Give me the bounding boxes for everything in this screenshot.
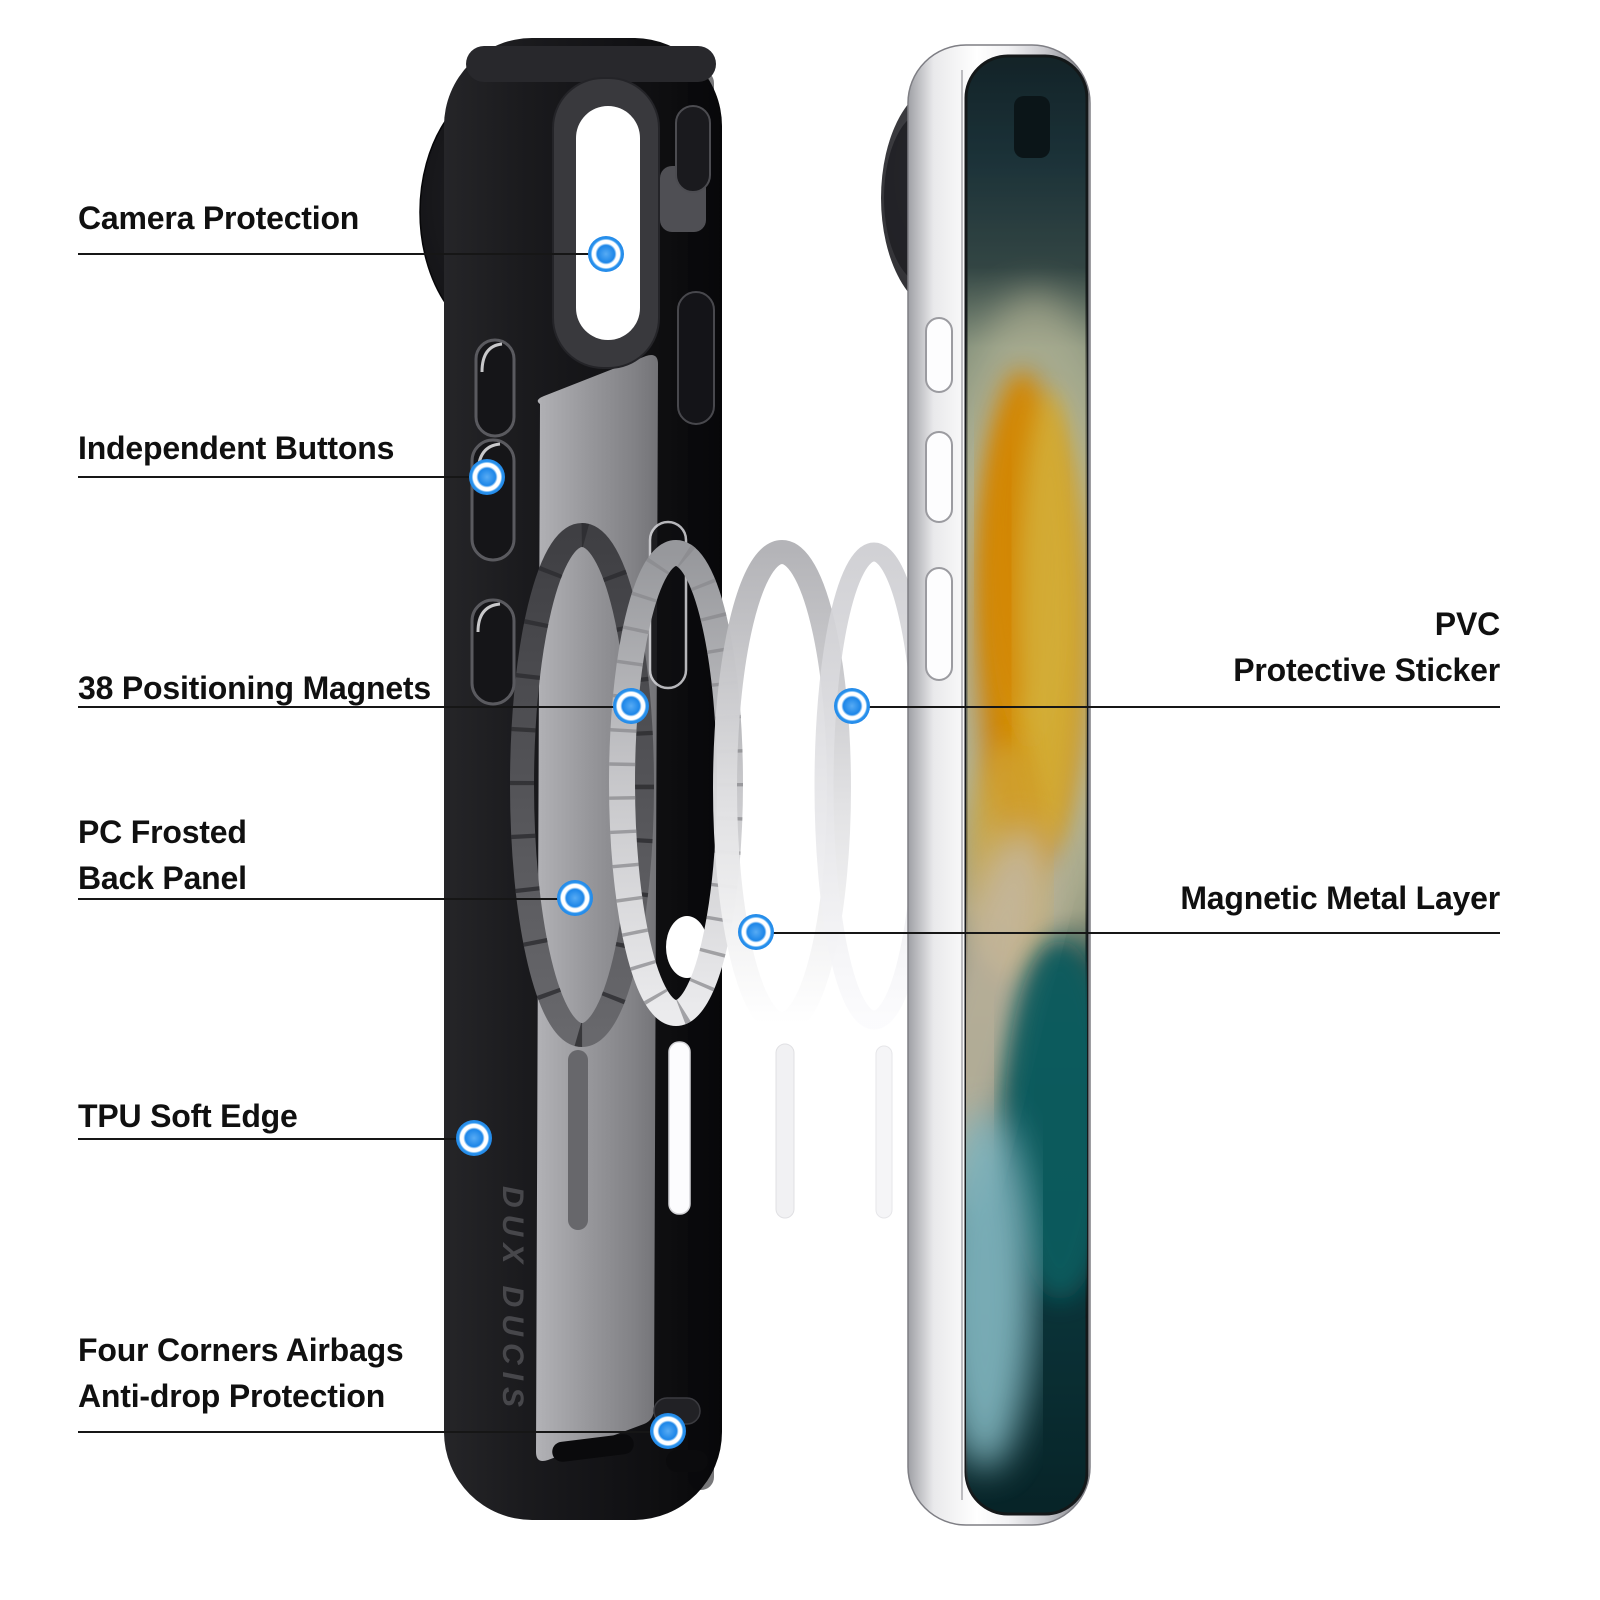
case-top-inner-shelf: [466, 46, 716, 82]
callout-dot-four-corners: [650, 1413, 686, 1449]
alignment-magnet-bar-1: [668, 1041, 691, 1215]
case-side-port-lower: [677, 291, 715, 425]
callout-line-camera-protection: [78, 253, 606, 255]
case-corner-notch-lower: [666, 1450, 708, 1472]
action-button: [925, 317, 953, 393]
pvc-sticker-ring: [713, 540, 851, 1036]
wallpaper-orange-gold: [1018, 390, 1082, 850]
label-pc-frosted-line1: PC Frosted: [78, 814, 247, 850]
case-buttons: [470, 338, 516, 706]
callout-dot-independent-buttons: [469, 459, 505, 495]
camera-cutout: [552, 77, 660, 369]
label-tpu-soft-edge: TPU Soft Edge: [78, 1098, 298, 1134]
label-positioning-magnets: 38 Positioning Magnets: [78, 670, 431, 706]
volume-up-button: [925, 431, 953, 523]
iphone-screen: [964, 54, 1089, 1516]
case-button-bottom: [470, 598, 516, 706]
volume-down-button: [925, 567, 953, 681]
callout-dot-tpu-soft-edge: [456, 1120, 492, 1156]
callout-line-pvc: [852, 706, 1500, 708]
label-camera-protection: Camera Protection: [78, 200, 360, 236]
callout-line-magnetic-metal-layer: [756, 932, 1500, 934]
case-logo-text: DUX DUCIS: [496, 1186, 529, 1414]
screen-right-shade: [966, 56, 1087, 1514]
label-magnetic-metal-layer: Magnetic Metal Layer: [1180, 880, 1500, 916]
label-four-corners-line1: Four Corners Airbags: [78, 1332, 404, 1368]
alignment-magnet-bar-3: [875, 1045, 893, 1219]
callout-line-positioning-magnets: [78, 706, 631, 708]
callout-line-four-corners: [78, 1431, 668, 1433]
callout-dot-pvc: [834, 688, 870, 724]
callout-dot-pc-frosted: [557, 880, 593, 916]
label-four-corners-line2: Anti-drop Protection: [78, 1378, 386, 1414]
wallpaper-cream-sweep: [966, 825, 1050, 1235]
callout-line-independent-buttons: [78, 476, 487, 478]
callout-dot-positioning-magnets: [613, 688, 649, 724]
case-inner-edge: [688, 70, 714, 1490]
case-bottom-slot: [552, 1434, 634, 1462]
callout-line-pc-frosted: [78, 898, 575, 900]
label-pvc-line2: Protective Sticker: [1233, 652, 1500, 688]
wallpaper-cyan-glow: [966, 1110, 1033, 1470]
magnet-ring-attached: [510, 523, 654, 1047]
alignment-magnet-bar-2: [775, 1043, 795, 1219]
wallpaper-teal-blob: [1005, 940, 1087, 1300]
phone-side-buttons: [925, 317, 953, 681]
phone-case: DUX DUCIS: [419, 38, 722, 1520]
label-independent-buttons: Independent Buttons: [78, 430, 395, 466]
alignment-magnet-bar-attached: [568, 1050, 588, 1230]
case-button-top: [474, 338, 516, 438]
dynamic-island: [1014, 96, 1050, 158]
case-side-port-upper: [675, 105, 711, 193]
case-button-middle: [470, 438, 516, 562]
callout-line-tpu-soft-edge: [78, 1138, 474, 1140]
callout-dot-camera-protection: [588, 236, 624, 272]
callout-dot-magnetic-metal-layer: [738, 914, 774, 950]
label-pc-frosted-line2: Back Panel: [78, 860, 247, 896]
iphone: [881, 44, 1091, 1526]
label-pvc-line1: PVC: [1434, 606, 1500, 642]
